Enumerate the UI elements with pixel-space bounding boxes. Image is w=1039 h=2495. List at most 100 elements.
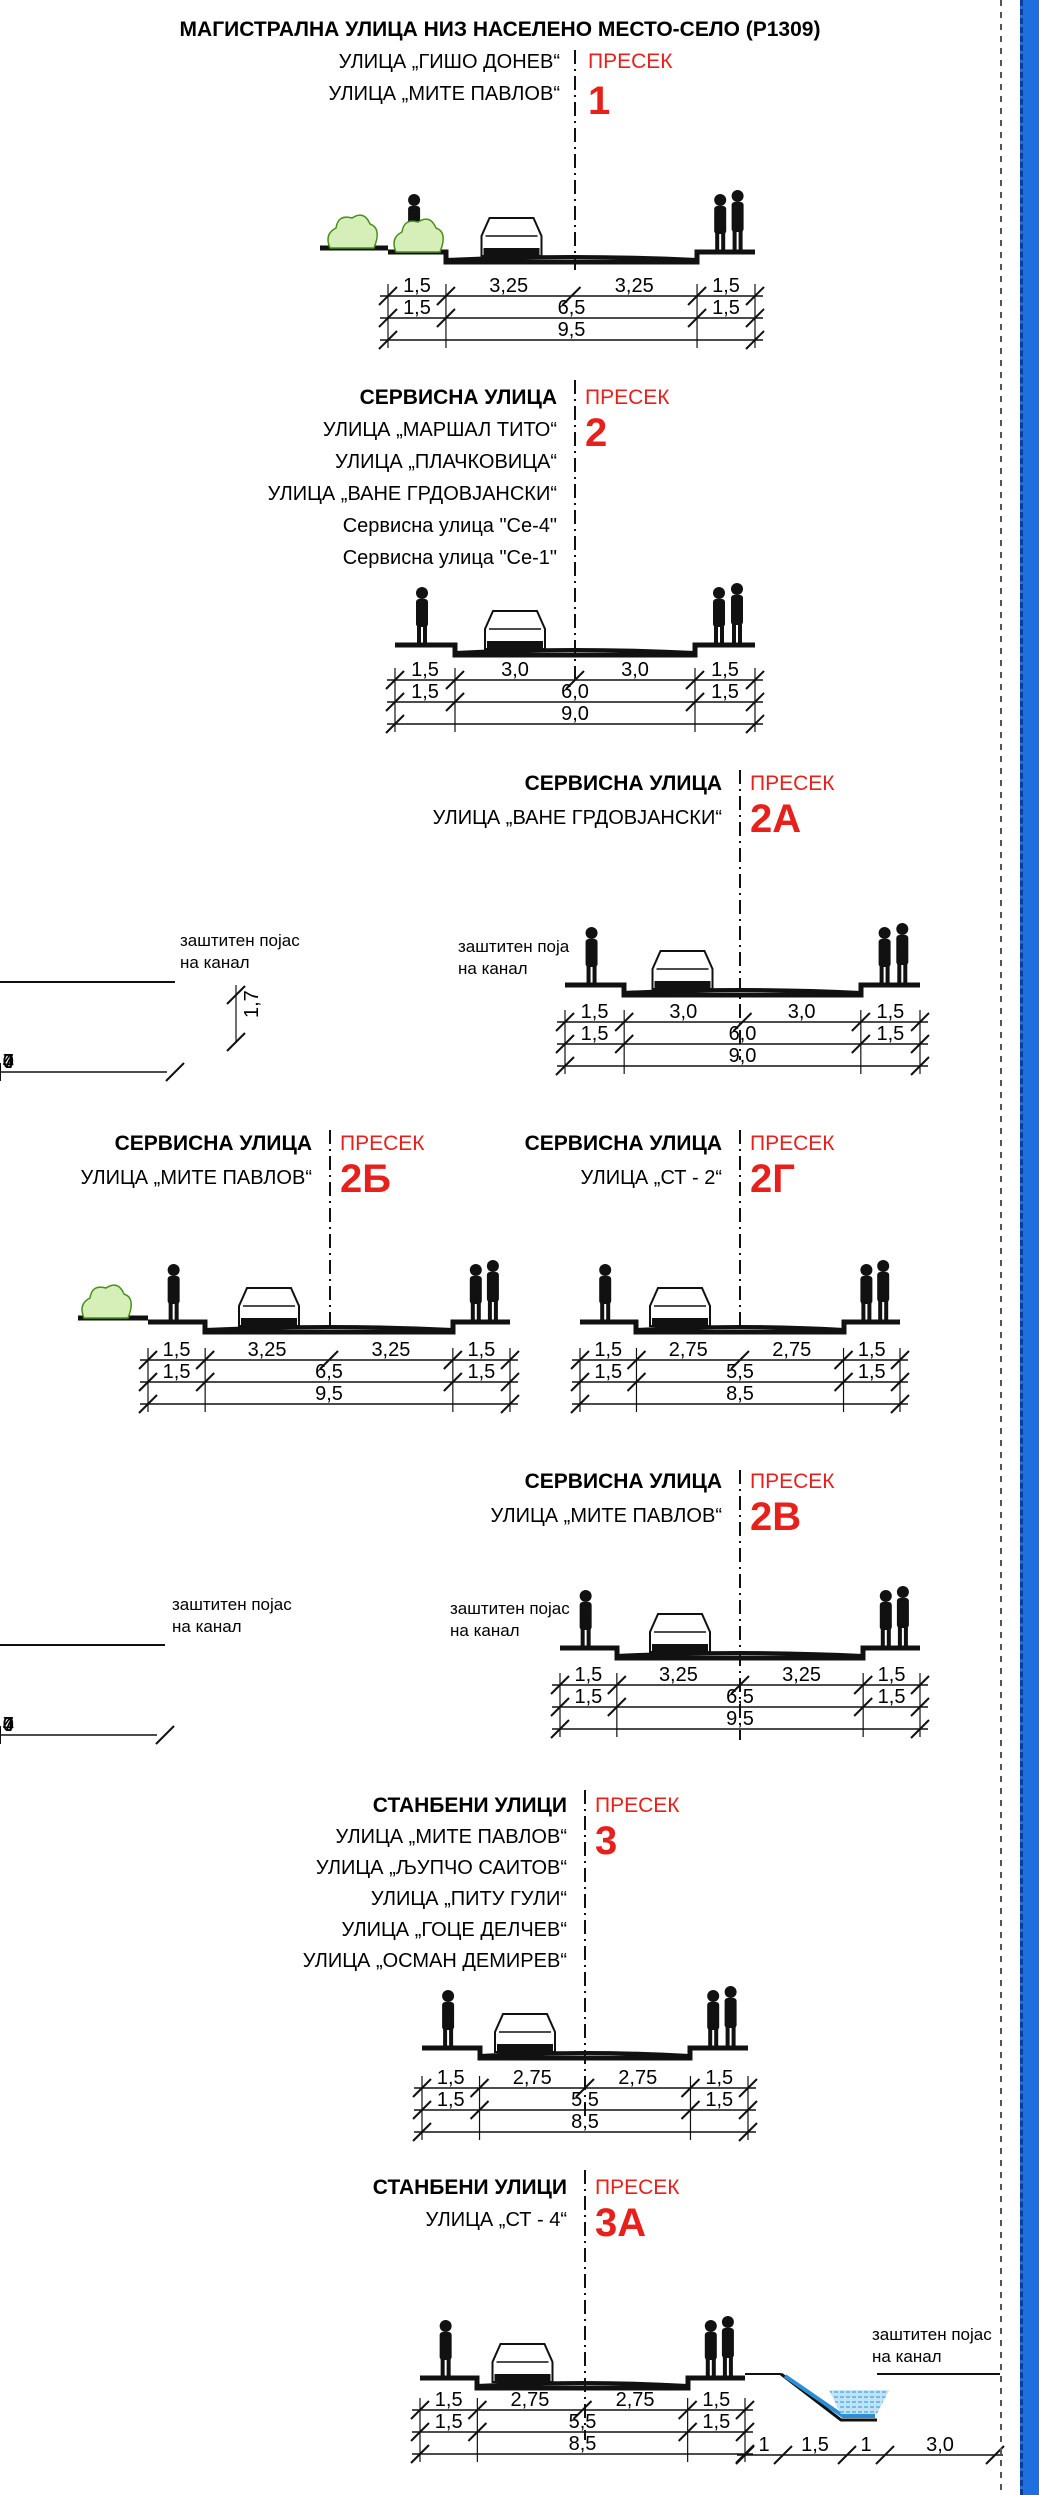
- dimension-value: 1,7: [0, 1714, 14, 1736]
- dimension-value: 1,5: [581, 1023, 609, 1045]
- pedestrian-icon: [903, 1620, 908, 1646]
- dimension-value: 8,5: [571, 2111, 599, 2133]
- pedestrian-icon: [585, 927, 598, 939]
- dimension-value: 3,25: [248, 1339, 287, 1361]
- car-icon: [487, 641, 543, 649]
- dimension-value: 1,5: [705, 2089, 733, 2111]
- pedestrian-icon: [469, 1264, 482, 1276]
- road-profile: [565, 982, 920, 998]
- street-name: УЛИЦА „ГОЦЕ ДЕЛЧЕВ“: [341, 1919, 567, 1941]
- pedestrian-icon: [879, 959, 884, 983]
- pedestrian-icon: [878, 1294, 883, 1320]
- dimension-value: 1,7: [241, 990, 263, 1018]
- canal-label: на канал: [458, 959, 528, 978]
- pedestrian-icon: [721, 2316, 734, 2328]
- dimension-value: 1: [860, 2434, 871, 2456]
- dimension-value: 1,5: [468, 1361, 496, 1383]
- section-number: 2: [585, 411, 607, 455]
- section-title: СЕРВИСНА УЛИЦА: [525, 772, 722, 795]
- canal-label: заштитен појас: [872, 2325, 992, 2344]
- dimension-value: 3,0: [0, 1714, 14, 1736]
- pedestrian-icon: [731, 202, 744, 232]
- section-title: СТАНБЕНИ УЛИЦИ: [373, 2176, 567, 2199]
- car-icon: [241, 1318, 297, 1326]
- car-icon: [483, 248, 540, 256]
- pedestrian-icon: [861, 1296, 866, 1320]
- dimension-tick: [226, 1032, 246, 1052]
- canal-label: на канал: [872, 2347, 942, 2366]
- dimension-value: 3,25: [782, 1664, 821, 1686]
- dimension-value: 3,0: [0, 1714, 14, 1736]
- canal-label: на канал: [172, 1617, 242, 1636]
- dimension-value: 3,0: [788, 1001, 816, 1023]
- dimension-value: 1,5: [581, 1001, 609, 1023]
- dimension-value: 1,5: [877, 1023, 905, 1045]
- dimension-value: 1,5: [437, 2089, 465, 2111]
- pedestrian-icon: [732, 224, 737, 250]
- street-name: УЛИЦА „ПЛАЧКОВИЦА“: [335, 451, 557, 473]
- road-profile: [580, 1319, 900, 1335]
- pedestrian-icon: [167, 1264, 180, 1276]
- pedestrian-icon: [592, 959, 597, 983]
- pedestrian-icon: [896, 923, 909, 935]
- pedestrian-icon: [168, 1296, 173, 1320]
- pedestrian-icon: [449, 2022, 454, 2046]
- dimension-value: 6,5: [315, 1361, 343, 1383]
- presek-label: ПРЕСЕК: [750, 1132, 835, 1155]
- pedestrian-icon: [732, 617, 736, 643]
- dimension-value: 2,75: [513, 2067, 552, 2089]
- road-crown: [623, 988, 862, 995]
- dimension-value: 9,5: [558, 319, 586, 341]
- dimension-tick: [732, 1012, 753, 1032]
- dimension-value: 2,75: [618, 2067, 657, 2089]
- pedestrian-icon: [880, 1622, 885, 1646]
- section-title: СЕРВИСНА УЛИЦА: [525, 1132, 722, 1155]
- pedestrian-icon: [174, 1296, 179, 1320]
- pedestrian-icon: [725, 2020, 730, 2046]
- pedestrian-icon: [721, 2328, 734, 2358]
- pedestrian-icon: [711, 2352, 716, 2376]
- dimension-value: 2,75: [669, 1339, 708, 1361]
- road-crown: [616, 1651, 864, 1658]
- dimension-value: 1,5: [163, 1339, 191, 1361]
- dimension-value: 1,5: [858, 1361, 886, 1383]
- dimension-value: 1,5: [594, 1339, 622, 1361]
- pedestrian-icon: [714, 194, 727, 206]
- dimension-value: 1,5: [411, 659, 439, 681]
- pedestrian-icon: [708, 2022, 713, 2046]
- dimension-value: 1,4: [0, 1051, 14, 1073]
- dimension-value: 3,0: [926, 2434, 954, 2456]
- section-title: СЕРВИСНА УЛИЦА: [115, 1132, 312, 1155]
- street-name: УЛИЦА „ГИШО ДОНЕВ“: [339, 51, 560, 73]
- section-title: СЕРВИСНА УЛИЦА: [360, 386, 557, 409]
- section-number: 2Г: [750, 1157, 795, 1201]
- section-number: 1: [588, 79, 610, 123]
- car-icon: [494, 2374, 551, 2382]
- car-icon: [491, 2343, 554, 2383]
- dimension-value: 3,0: [621, 659, 649, 681]
- section-number: 2В: [750, 1495, 801, 1539]
- pedestrian-icon: [408, 194, 421, 206]
- pedestrian-icon: [714, 619, 718, 643]
- pedestrian-icon: [731, 2020, 736, 2046]
- section-title: МАГИСТРАЛНА УЛИЦА НИЗ НАСЕЛЕНО МЕСТО-СЕЛ…: [180, 18, 821, 41]
- pedestrian-icon: [738, 617, 742, 643]
- road-crown: [204, 1325, 454, 1332]
- pedestrian-icon: [879, 1590, 892, 1602]
- pedestrian-icon: [897, 1620, 902, 1646]
- pedestrian-icon: [722, 2350, 727, 2376]
- pedestrian-icon: [885, 959, 890, 983]
- dimension-value: 1,5: [403, 297, 431, 319]
- road-crown: [445, 255, 698, 262]
- dimension-tick: [165, 1062, 185, 1082]
- dimension-tick: [319, 1350, 339, 1370]
- pedestrian-icon: [707, 1990, 720, 2002]
- dimension-value: 6,5: [726, 1686, 754, 1708]
- road-profile: [560, 1645, 920, 1661]
- street-name: Сервисна улица "Се-1": [343, 547, 557, 569]
